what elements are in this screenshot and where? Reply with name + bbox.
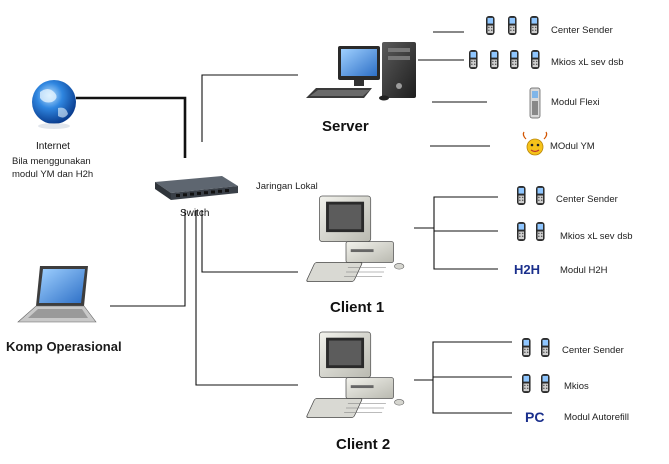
network-label: Jaringan Lokal xyxy=(256,181,318,192)
server-module-mkios: Mkios xL sev dsb xyxy=(551,57,624,68)
client1-label: Client 1 xyxy=(330,299,385,316)
switch-label: Switch xyxy=(180,208,210,219)
laptop-icon xyxy=(17,266,97,323)
phone-group-icon xyxy=(517,222,545,241)
client2-module-autorefill: Modul Autorefill xyxy=(564,412,629,423)
client1-module-center-sender: Center Sender xyxy=(556,194,618,205)
client1-module-mkios: Mkios xL sev dsb xyxy=(560,231,633,242)
client1-module-h2h: Modul H2H xyxy=(560,265,608,276)
client2-module-center-sender: Center Sender xyxy=(562,345,624,356)
server-module-center-sender: Center Sender xyxy=(551,25,613,36)
client2-label: Client 2 xyxy=(336,436,391,453)
switch-icon xyxy=(155,176,238,200)
client1-computer-icon xyxy=(305,195,405,282)
server-module-flexi: Modul Flexi xyxy=(551,97,600,108)
internet-note-line2: modul YM dan H2h xyxy=(12,169,94,180)
client2-module-mkios: Mkios xyxy=(564,381,589,392)
client2-computer-icon xyxy=(305,331,405,418)
flexi-phone-icon xyxy=(529,87,541,119)
server-icon xyxy=(306,42,416,101)
phone-group-icon xyxy=(522,338,550,357)
internet-note-line1: Bila menggunakan xyxy=(12,156,91,167)
phone-group-icon xyxy=(469,50,540,69)
laptop-label: Komp Operasional xyxy=(6,339,122,354)
connection-lines xyxy=(76,31,512,414)
h2h-badge: H2H xyxy=(514,262,541,277)
server-label: Server xyxy=(322,118,369,135)
ym-smiley-icon xyxy=(522,131,548,156)
globe-icon xyxy=(32,80,76,129)
server-module-ym: MOdul YM xyxy=(550,141,595,152)
phone-group-icon xyxy=(517,186,545,205)
internet-label: Internet xyxy=(36,141,70,152)
phone-group-icon xyxy=(486,16,539,35)
phone-group-icon xyxy=(522,374,550,393)
pc-badge: PC xyxy=(525,409,545,425)
